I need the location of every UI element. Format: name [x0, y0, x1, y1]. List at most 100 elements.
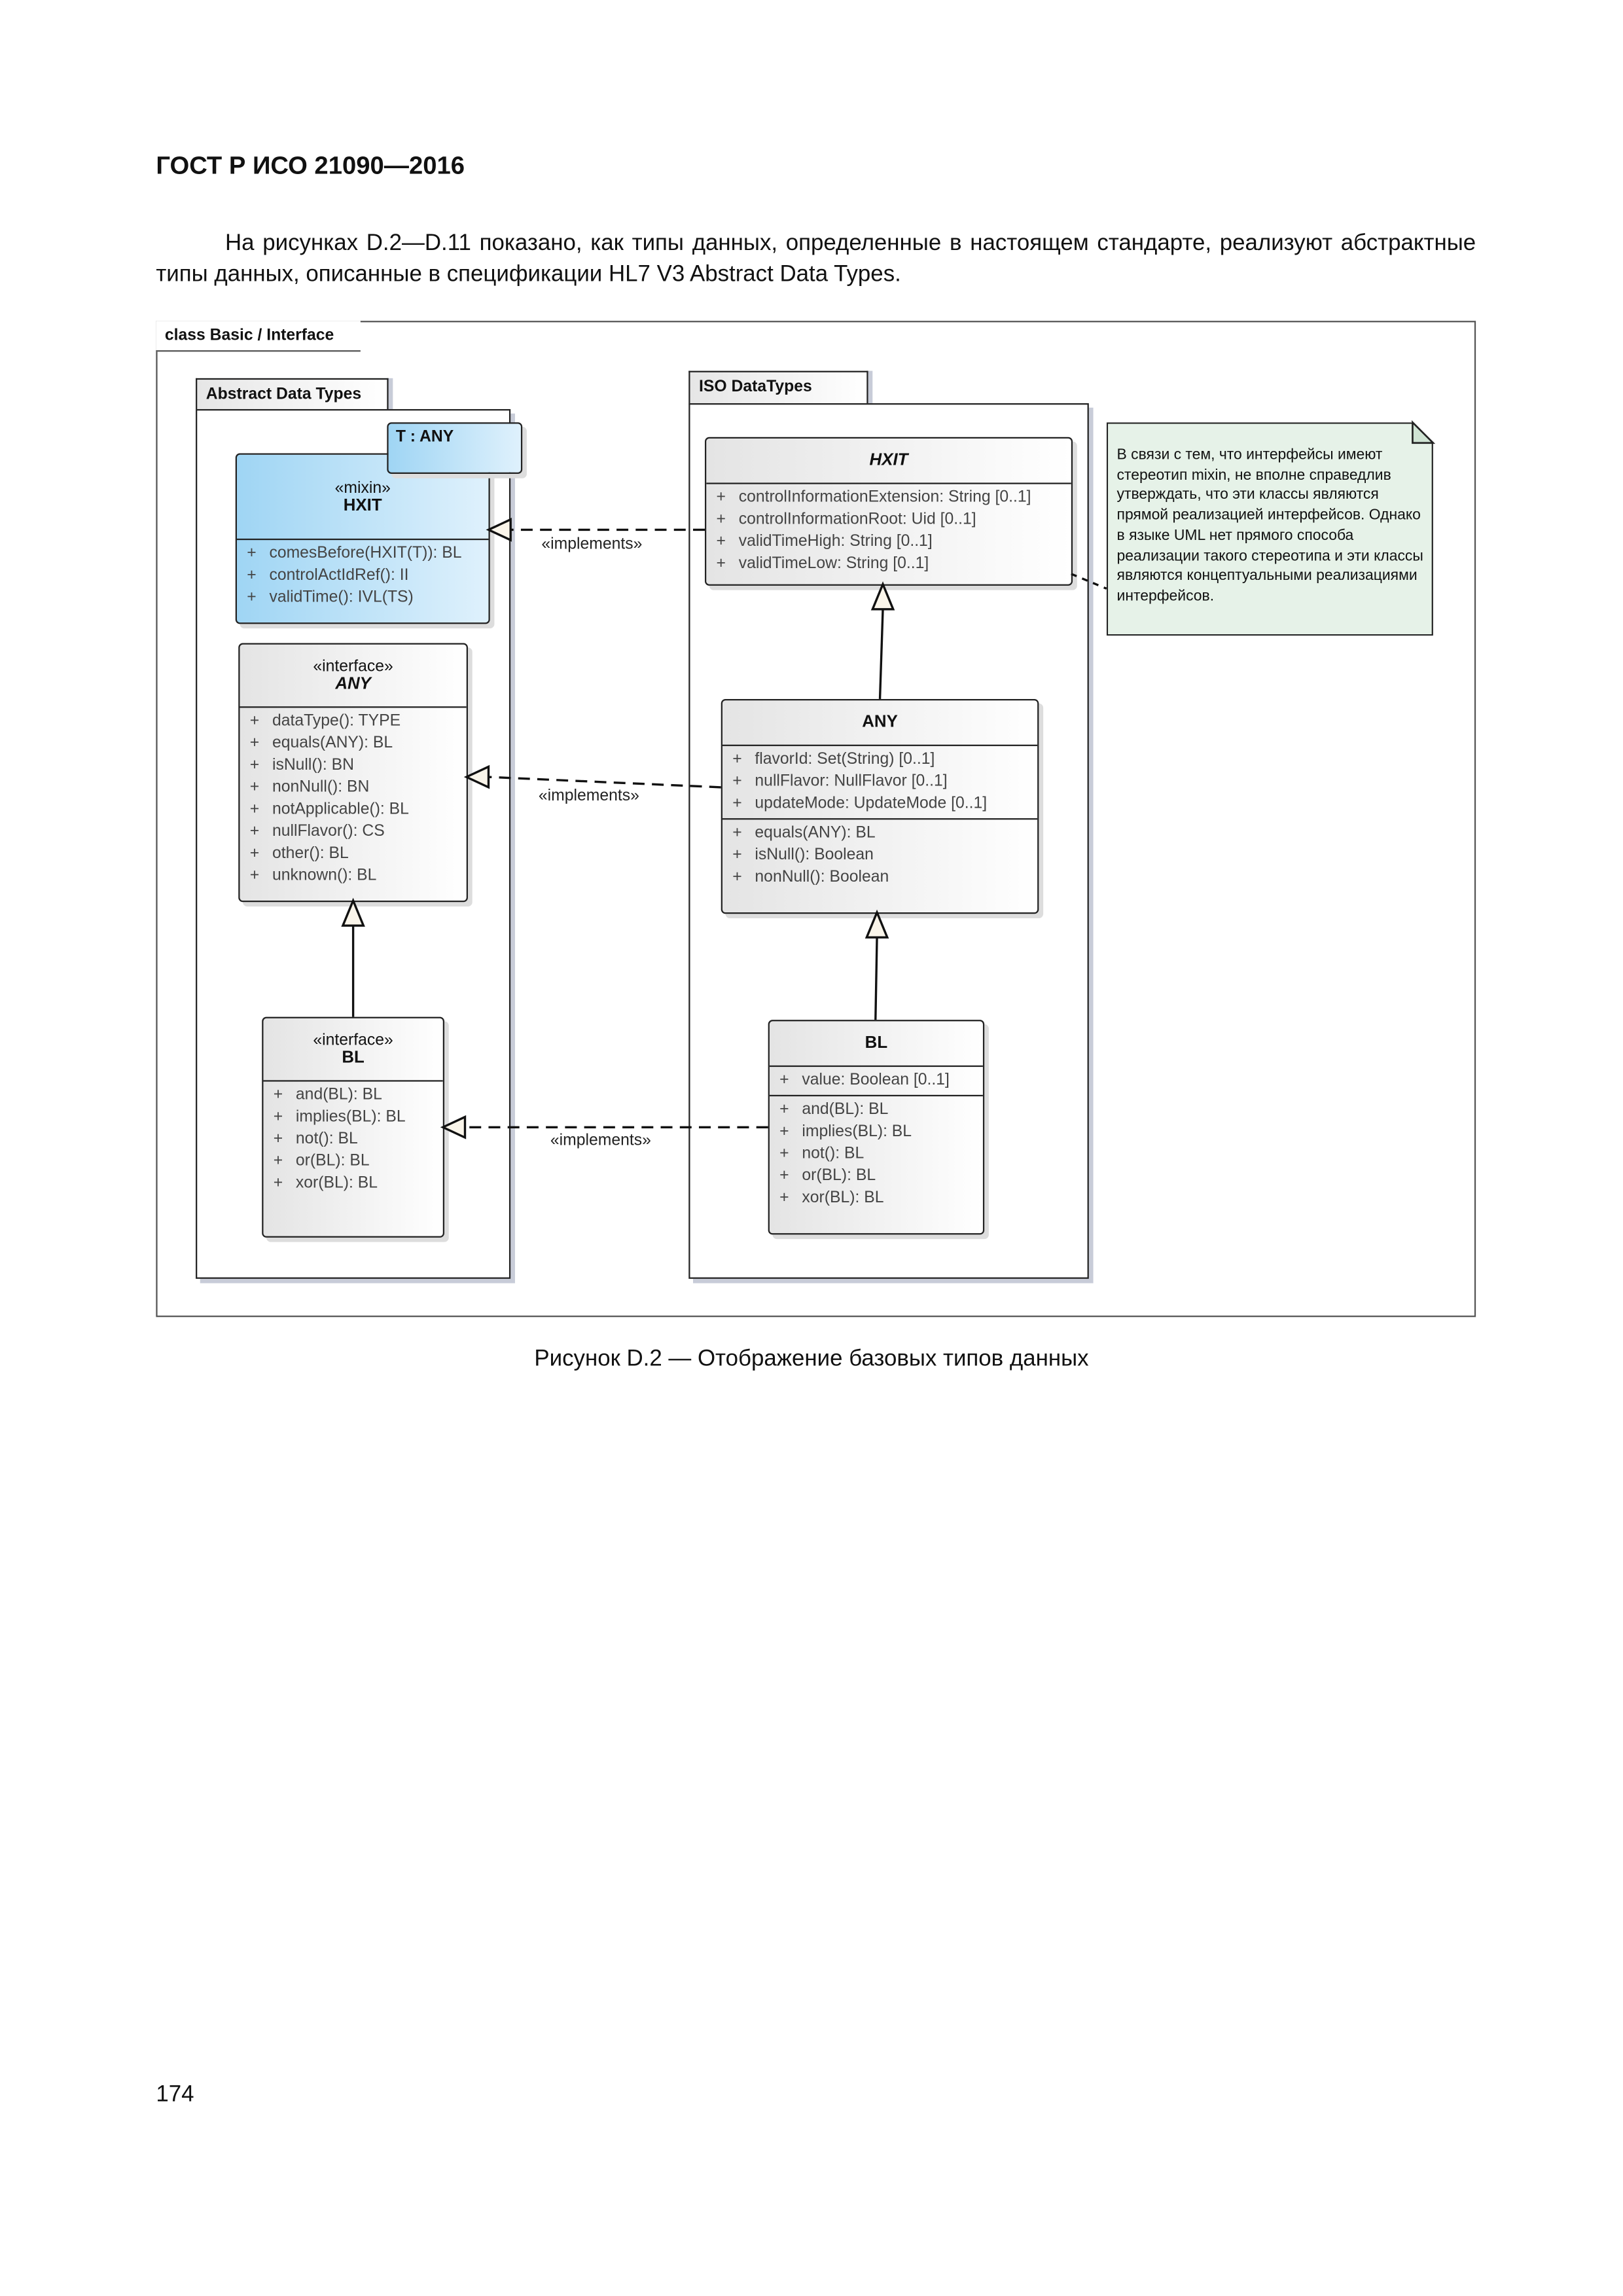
operations-section: +equals(ANY): BL+isNull(): Boolean+nonNu… [722, 818, 1038, 891]
member-row: +other(): BL [240, 843, 466, 865]
visibility-public: + [732, 868, 742, 886]
member-row: +nullFlavor(): CS [240, 821, 466, 844]
abstract-package-tab: Abstract Data Types [196, 378, 389, 411]
member-text: notApplicable(): BL [272, 800, 409, 819]
generalization-arrowhead [870, 581, 895, 611]
member-text: dataType(): TYPE [272, 712, 401, 730]
interface-bl-class: «interface»BL +and(BL): BL+implies(BL): … [262, 1016, 445, 1238]
visibility-public: + [779, 1122, 789, 1141]
visibility-public: + [779, 1189, 789, 1207]
member-row: + controlActIdRef(): II [237, 565, 488, 587]
realization-arrowhead [486, 518, 512, 542]
member-text: updateMode: UpdateMode [0..1] [755, 795, 988, 813]
visibility-public: + [716, 532, 726, 550]
visibility-public: + [732, 824, 742, 842]
member-text: implies(BL): BL [802, 1122, 912, 1141]
stereotype: «interface» [313, 1031, 393, 1050]
member-text: unknown(): BL [272, 867, 377, 885]
iso-any-class: ANY +flavorId: Set(String) [0..1]+nullFl… [721, 698, 1039, 914]
implements-label: «implements» [538, 787, 639, 805]
member-text: controlInformationExtension: String [0..… [738, 488, 1031, 507]
member-row: +nonNull(): BN [240, 777, 466, 799]
member-text: controlActIdRef(): II [269, 566, 409, 584]
mixin-hxit-class: «mixin»HXIT +comesBefore(HXIT(T)): BL+ co… [235, 453, 490, 624]
visibility-public: + [732, 795, 742, 813]
visibility-public: + [779, 1145, 789, 1163]
member-row: + flavorId: Set(String) [0..1] [722, 749, 1037, 771]
member-row: +notApplicable(): BL [240, 799, 466, 821]
implements-label: «implements» [550, 1132, 651, 1150]
stereotype: «interface» [313, 658, 393, 676]
visibility-public: + [249, 822, 260, 840]
operations-section: +and(BL): BL+implies(BL): BL+not(): BL+o… [769, 1094, 983, 1213]
attributes-section: +flavorId: Set(String) [0..1]+nullFlavor… [722, 746, 1037, 818]
intro-paragraph: На рисунках D.2—D.11 показано, как типы … [156, 230, 1476, 287]
visibility-public: + [249, 756, 260, 774]
class-name: ANY [862, 713, 898, 732]
member-text: implies(BL): BL [295, 1108, 406, 1126]
member-text: equals(ANY): BL [272, 734, 393, 752]
member-text: or(BL): BL [802, 1166, 876, 1185]
template-parameter-box: T : ANY [387, 422, 523, 474]
attributes-section: + controlInformationExtension: String [0.… [706, 484, 1071, 579]
member-row: + isNull(): BN [240, 755, 466, 777]
member-text: xor(BL): BL [295, 1174, 378, 1193]
generalization-bl-any [874, 937, 878, 1020]
visibility-public: + [273, 1174, 283, 1193]
realization-arrowhead [440, 1115, 467, 1139]
figure-caption: Рисунок D.2 — Отображение базовых типов … [534, 1346, 1089, 1372]
visibility-public: + [732, 772, 742, 791]
visibility-public: + [716, 511, 726, 529]
class-name: HXIT [343, 496, 382, 514]
visibility-public: + [249, 844, 260, 863]
template-parameter: T : ANY [395, 428, 454, 446]
class-name: ANY [335, 675, 371, 693]
implements-any-line [488, 776, 721, 789]
member-row: +and(BL): BL [770, 1100, 983, 1122]
member-row: +implies(BL): BL [263, 1107, 442, 1129]
member-text: validTimeLow: String [0..1] [738, 554, 929, 573]
visibility-public: + [249, 867, 260, 885]
note-fold [1412, 420, 1436, 444]
member-row: + updateMode: UpdateMode [0..1] [722, 793, 1037, 816]
standard-header: ГОСТ Р ИСО 21090—2016 [156, 151, 465, 180]
member-row: +or(BL): BL [263, 1151, 442, 1173]
page-number: 174 [156, 2082, 194, 2108]
generalization-any-hxit [878, 609, 884, 700]
member-text: nonNull(): Boolean [755, 868, 889, 886]
member-text: isNull(): BN [272, 756, 355, 774]
iso-hxit-class: HXIT +controlInformationExtension: Strin… [704, 437, 1073, 586]
member-row: + xor(BL): BL [263, 1173, 442, 1195]
member-row: +isNull(): Boolean [722, 845, 1037, 867]
visibility-public: + [779, 1100, 789, 1119]
visibility-public: + [273, 1130, 283, 1148]
member-text: and(BL): BL [295, 1086, 382, 1104]
member-row: +and(BL): BL [263, 1085, 442, 1107]
visibility-public: + [716, 554, 726, 573]
diagram-frame [156, 321, 1476, 1318]
visibility-public: + [247, 566, 257, 584]
member-row: +equals(ANY): BL [722, 823, 1037, 845]
member-text: value: Boolean [0..1] [802, 1071, 950, 1089]
visibility-public: + [273, 1152, 283, 1170]
member-row: +comesBefore(HXIT(T)): BL [237, 543, 488, 565]
visibility-public: + [716, 488, 726, 507]
visibility-public: + [249, 712, 260, 730]
member-text: nonNull(): BN [272, 778, 370, 797]
member-row: + controlInformationExtension: String [0.… [706, 487, 1071, 509]
member-text: flavorId: Set(String) [0..1] [755, 750, 935, 768]
member-row: +equals(ANY): BL [240, 733, 466, 755]
note-link [1071, 573, 1107, 590]
class-name: BL [342, 1049, 365, 1067]
visibility-public: + [732, 750, 742, 768]
generalization-arrowhead [865, 909, 889, 939]
note: В связи с тем, что интерфейсы имеют стер… [1106, 422, 1433, 636]
member-row: +value: Boolean [0..1] [770, 1070, 983, 1092]
realization-arrowhead [463, 764, 490, 789]
visibility-public: + [732, 846, 742, 864]
visibility-public: + [779, 1166, 789, 1185]
stereotype: «mixin» [334, 478, 391, 497]
member-text: controlInformationRoot: Uid [0..1] [738, 511, 976, 529]
